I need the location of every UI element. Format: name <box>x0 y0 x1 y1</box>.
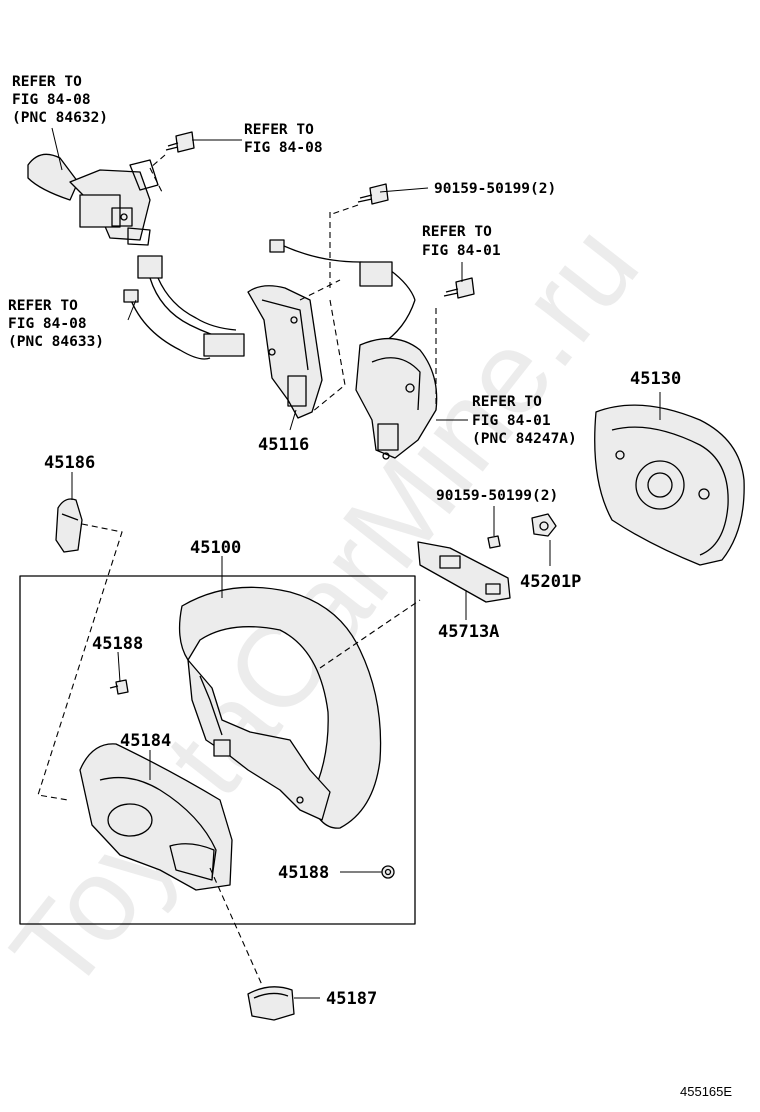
label-45130: 45130 <box>630 369 681 389</box>
ref5-line1: REFER TO <box>472 394 542 410</box>
wire-harness-left <box>123 255 245 360</box>
ref2-line1: REFER TO <box>244 122 314 138</box>
screw-45188-top <box>109 679 129 695</box>
figure-id: 455165E <box>680 1084 732 1099</box>
bolt-b-label: 90159-50199(2) <box>436 488 558 504</box>
label-45188-bottom: 45188 <box>278 863 329 883</box>
label-45201p: 45201P <box>520 572 581 592</box>
ref1-line3: (PNC 84632) <box>12 110 108 126</box>
bolt-45713a <box>487 535 501 549</box>
watermark: ToyotaCarMine.ru <box>0 201 664 1016</box>
label-45186: 45186 <box>44 453 95 473</box>
combination-switch-drawing <box>27 153 159 246</box>
ref3-line3: (PNC 84633) <box>8 334 104 350</box>
ref4-line2: FIG 84-01 <box>422 243 501 259</box>
wire-harness-center <box>269 239 416 346</box>
part-45184-drawing <box>79 743 233 891</box>
assembly-45100-box <box>19 575 416 925</box>
part-45201p-drawing <box>531 513 557 537</box>
part-45713a-drawing <box>417 541 511 603</box>
steering-wheel-drawing <box>178 586 382 829</box>
bolt-a-label: 90159-50199(2) <box>434 181 556 197</box>
ref5-line3: (PNC 84247A) <box>472 431 577 447</box>
part-45116-drawing <box>247 285 323 419</box>
label-45100: 45100 <box>190 538 241 558</box>
ref1-line2: FIG 84-08 <box>12 92 91 108</box>
ref3-line2: FIG 84-08 <box>8 316 87 332</box>
bolt-upper-center <box>357 183 389 205</box>
ref1-line1: REFER TO <box>12 74 82 90</box>
label-45116: 45116 <box>258 435 309 455</box>
label-45713a: 45713A <box>438 622 499 642</box>
part-45187-drawing <box>247 986 295 1021</box>
part-45130-drawing <box>594 404 745 566</box>
steering-pad-switch-drawing <box>355 337 438 460</box>
screw-upper-left <box>165 131 195 153</box>
ref4-line1: REFER TO <box>422 224 492 240</box>
label-45187: 45187 <box>326 989 377 1009</box>
label-45184: 45184 <box>120 731 171 751</box>
part-45186-drawing <box>55 498 83 553</box>
screw-45188-bottom <box>381 865 395 879</box>
bolt-right-center <box>443 277 475 299</box>
ref2-line2: FIG 84-08 <box>244 140 323 156</box>
label-45188-top: 45188 <box>92 634 143 654</box>
ref5-line2: FIG 84-01 <box>472 413 551 429</box>
ref3-line1: REFER TO <box>8 298 78 314</box>
